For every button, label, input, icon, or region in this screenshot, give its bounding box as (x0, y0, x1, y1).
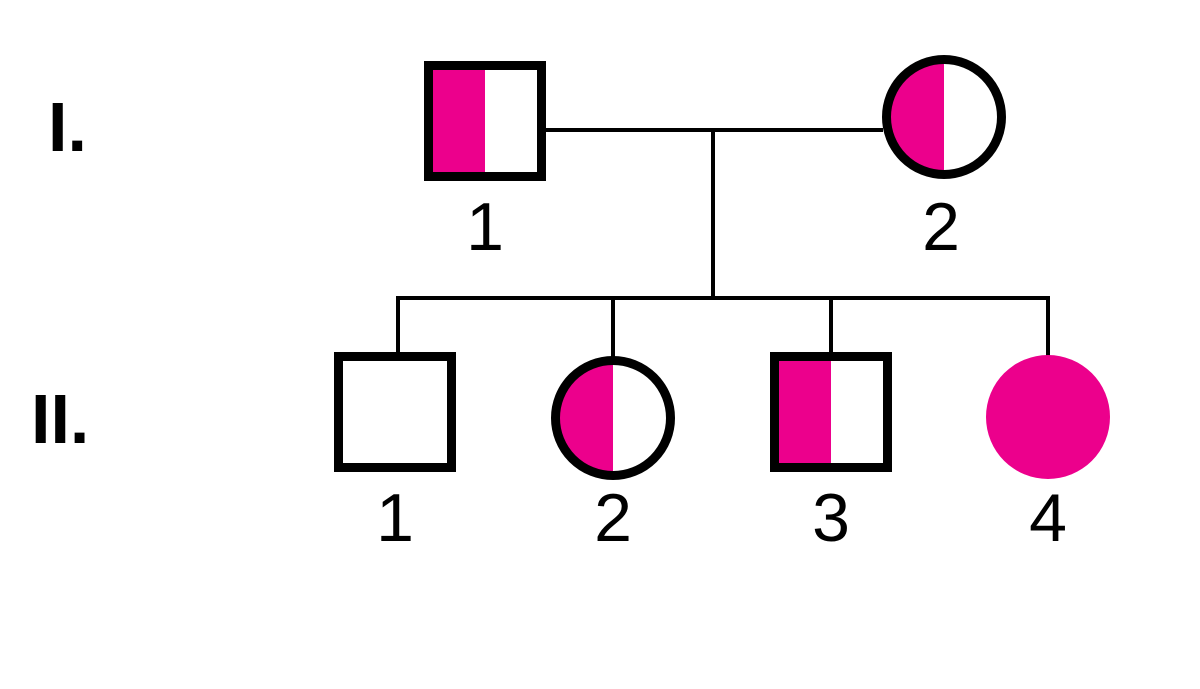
person-label-II-3: 3 (812, 480, 850, 556)
drop-line-child-4 (1046, 296, 1050, 360)
person-label-I-2: 2 (922, 189, 960, 265)
person-II-1-male-unaffected-square (334, 352, 456, 472)
person-label-II-2: 2 (594, 480, 632, 556)
generation-label-1: I. (48, 88, 87, 166)
descent-line (711, 128, 715, 300)
person-I-1-male-carrier-square (424, 61, 546, 181)
drop-line-child-1 (396, 296, 400, 356)
sibship-line (396, 296, 1050, 300)
person-I-2-female-carrier-circle (882, 55, 1006, 179)
person-label-I-1: 1 (466, 189, 504, 265)
person-II-3-male-carrier-square (770, 352, 892, 472)
person-label-II-4: 4 (1029, 480, 1067, 556)
drop-line-child-2 (611, 296, 615, 362)
generation-label-2: II. (31, 380, 90, 458)
person-label-II-1: 1 (376, 480, 414, 556)
person-II-2-female-carrier-circle (551, 356, 675, 480)
person-II-4-female-affected-circle (986, 355, 1110, 479)
drop-line-child-3 (829, 296, 833, 356)
